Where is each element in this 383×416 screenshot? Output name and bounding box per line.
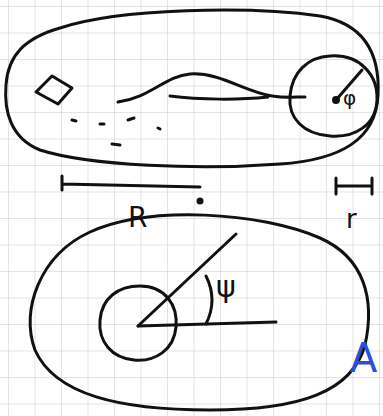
radius-line-psi — [138, 234, 236, 326]
dim-dot — [198, 199, 202, 203]
angle-label: ψ — [216, 272, 236, 302]
dimension-r-big — [62, 176, 200, 190]
angle-label: φ — [343, 88, 356, 108]
area-label: A — [350, 338, 377, 378]
top-view-outline — [30, 215, 368, 410]
minor-radius-label: r — [346, 206, 357, 232]
hole-lower — [170, 96, 268, 99]
angle-arc — [206, 276, 212, 324]
torus-outline — [6, 10, 379, 167]
dimension-r-small — [336, 178, 372, 194]
surface-element — [36, 76, 72, 104]
major-radius-label: R — [128, 204, 147, 232]
inner-circle — [100, 286, 176, 360]
dashes — [72, 118, 160, 145]
center-dot — [334, 98, 339, 103]
hole-upper — [118, 74, 305, 102]
